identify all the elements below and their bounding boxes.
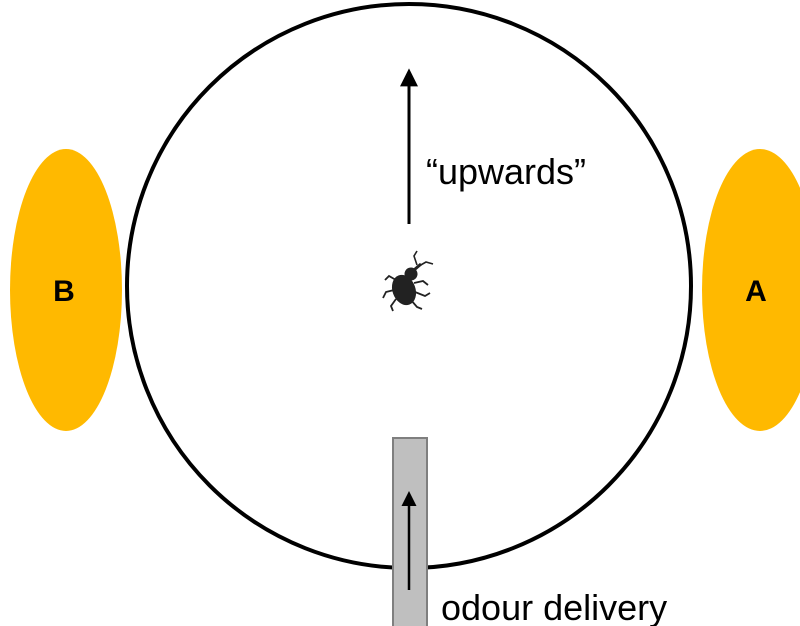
odour-source-a-label: A [745, 275, 767, 308]
upwards-label: “upwards” [426, 151, 586, 192]
odour-source-b [10, 149, 122, 431]
odour-delivery-label: odour delivery [441, 587, 667, 626]
weevil-icon [382, 250, 434, 312]
odour-source-b-label: B [53, 275, 75, 308]
odour-source-a [702, 149, 800, 431]
